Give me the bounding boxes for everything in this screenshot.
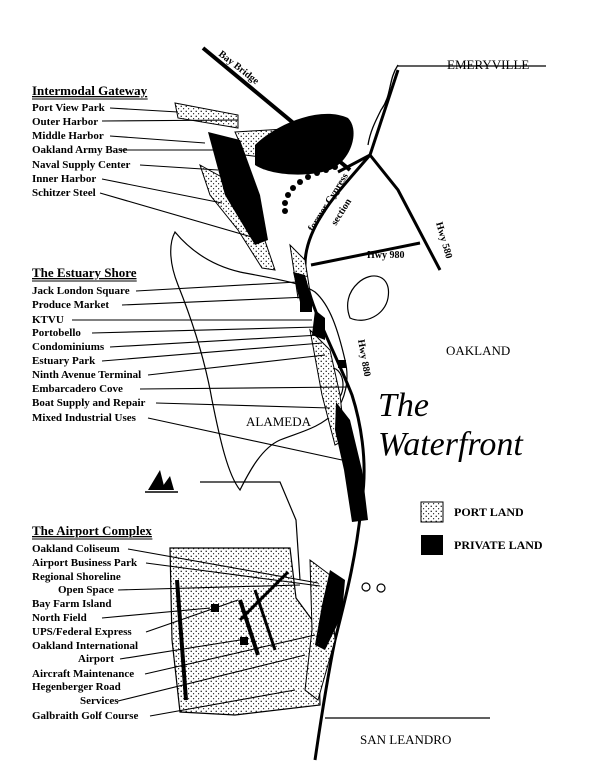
road-label-hwy-980: Hwy 980 [367, 250, 405, 261]
place-oakland: OAKLAND [446, 343, 510, 358]
hwy-580-north-road [368, 69, 400, 156]
section-heading-intermodal-gateway: Intermodal Gateway [32, 83, 148, 98]
label-north-field: North Field [32, 612, 87, 624]
map-title-the: The [378, 387, 429, 424]
emeryville-shoreline [367, 64, 399, 146]
label-estuary-park: Estuary Park [32, 355, 96, 367]
label-ktvu: KTVU [32, 314, 64, 326]
label-schitzer-steel: Schitzer Steel [32, 187, 96, 199]
private-land-regions [208, 113, 368, 650]
hwy-880-road [303, 154, 372, 761]
airport-port-land [169, 547, 321, 716]
label-regional-shoreline: Regional Shoreline [32, 571, 121, 583]
label-portobello: Portobello [32, 327, 81, 339]
label-airport-business-park: Airport Business Park [32, 557, 138, 569]
label-produce-market: Produce Market [32, 299, 109, 311]
label-hegenberger-road: Hegenberger Road [32, 681, 121, 693]
section-heading-airport-complex: The Airport Complex [32, 523, 152, 538]
label-outer-harbor: Outer Harbor [32, 116, 98, 128]
lake-merritt [347, 275, 390, 321]
marina-circle-1 [361, 582, 371, 592]
label-open-space: Open Space [58, 584, 114, 596]
legend-private-land-label: PRIVATE LAND [454, 538, 543, 552]
label-ups-federal-express: UPS/Federal Express [32, 626, 132, 638]
label-middle-harbor: Middle Harbor [32, 130, 104, 142]
label-boat-supply-repair: Boat Supply and Repair [32, 397, 146, 409]
legend-port-land-label: PORT LAND [454, 505, 524, 519]
road-label-hwy-880: Hwy 880 [355, 339, 372, 378]
airport-leader-lines [101, 548, 321, 717]
label-oakland-army-base: Oakland Army Base [32, 144, 127, 156]
road-label-hwy-580: Hwy 580 [433, 221, 454, 260]
place-san-leandro: SAN LEANDRO [360, 732, 451, 747]
label-bay-farm-island: Bay Farm Island [32, 598, 111, 610]
hwy-580-road [337, 153, 442, 271]
label-port-view-park: Port View Park [32, 102, 106, 114]
place-emeryville: EMERYVILLE [447, 57, 529, 72]
label-embarcadero-cove: Embarcadero Cove [32, 383, 123, 395]
terminal-marker [240, 637, 248, 645]
label-galbraith-golf-course: Galbraith Golf Course [32, 710, 138, 722]
bay-farm-outline [200, 481, 301, 581]
private-land-swatch [421, 535, 443, 555]
label-ninth-avenue-terminal: Ninth Avenue Terminal [32, 369, 141, 381]
port-land-swatch [420, 501, 444, 523]
label-naval-supply-center: Naval Supply Center [32, 159, 131, 171]
road-label-bay-bridge: Bay Bridge [216, 49, 261, 88]
label-mixed-industrial-uses: Mixed Industrial Uses [32, 412, 137, 424]
alameda-outline [170, 230, 348, 492]
map-title-waterfront: Waterfront [378, 426, 524, 463]
label-aircraft-maintenance: Aircraft Maintenance [32, 668, 134, 680]
runway-4 [238, 570, 290, 622]
label-airport: Airport [78, 653, 114, 665]
runway-1 [175, 579, 188, 701]
label-oakland-coliseum: Oakland Coliseum [32, 543, 120, 555]
place-alameda: ALAMEDA [246, 414, 312, 429]
label-jack-london-square: Jack London Square [32, 285, 130, 297]
sailboat-icon [145, 470, 178, 493]
estuary-leader-lines [72, 281, 349, 461]
label-services: Services [80, 695, 119, 707]
marina-circle-2 [376, 583, 386, 593]
gateway-leader-lines [99, 107, 263, 241]
runway-2 [238, 599, 260, 656]
label-condominiums: Condominiums [32, 341, 105, 353]
section-heading-estuary-shore: The Estuary Shore [32, 265, 137, 280]
label-oakland-international: Oakland International [32, 640, 138, 652]
label-inner-harbor: Inner Harbor [32, 173, 96, 185]
hwy-980-road [310, 241, 421, 267]
